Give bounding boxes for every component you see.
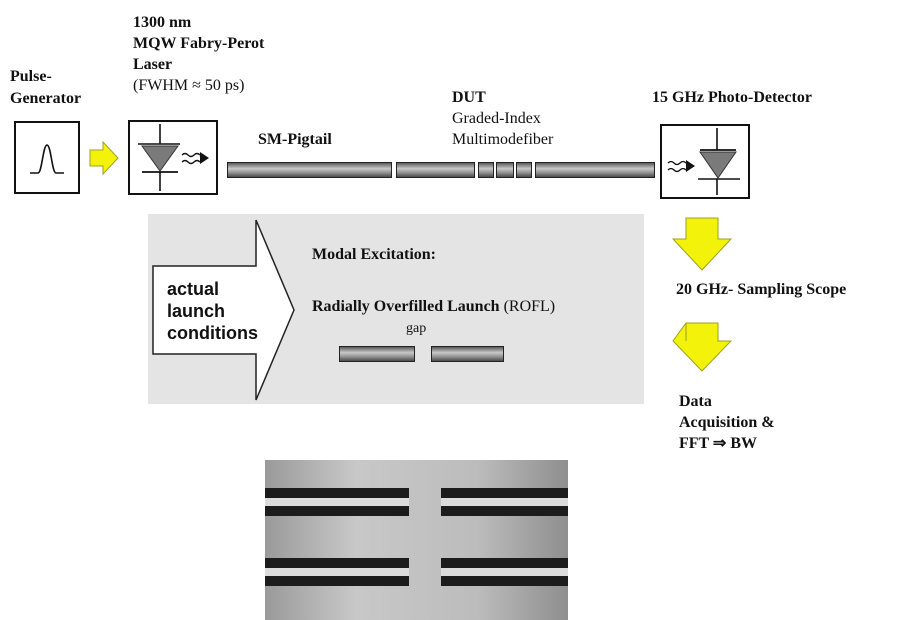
laser-diode-icon xyxy=(138,124,209,191)
fiber-gap-photo xyxy=(265,460,568,620)
rofl-fiber-left xyxy=(339,346,415,362)
photo-fiber-core xyxy=(265,568,409,576)
sampling-scope-label: 20 GHz- Sampling Scope xyxy=(676,281,847,298)
laser-box xyxy=(128,120,218,195)
down-arrow-icon xyxy=(672,217,732,271)
launch-conditions-panel: actual launch conditions Modal Excitatio… xyxy=(148,214,644,404)
photo-fiber-bottom-right xyxy=(441,558,568,568)
rofl-fiber-right xyxy=(431,346,504,362)
photo-detector-box xyxy=(660,124,750,199)
modal-excitation-label: Modal Excitation: xyxy=(312,246,436,263)
fiber-segment-2 xyxy=(478,162,494,178)
photo-fiber-bottom-right-2 xyxy=(441,576,568,586)
fiber-segment-4 xyxy=(516,162,532,178)
fiber-segment-1 xyxy=(396,162,475,178)
laser-label: 1300 nm MQW Fabry-Perot Laser (FWHM ≈ 50… xyxy=(133,14,265,94)
dut-subtitle-1: Graded-Index xyxy=(452,110,541,127)
pulse-generator-box xyxy=(14,121,80,194)
rofl-label: Radially Overfilled Launch (ROFL) xyxy=(312,298,556,315)
fiber-segment-pigtail xyxy=(227,162,392,178)
photo-fiber-core xyxy=(265,498,409,506)
fiber-segment-3 xyxy=(496,162,514,178)
photo-fiber-core xyxy=(441,568,568,576)
gap-label: gap xyxy=(406,321,427,336)
photo-fiber-bottom-left xyxy=(265,558,409,568)
dut-label: DUT xyxy=(452,89,486,106)
launch-arrow-text: actual launch conditions xyxy=(167,279,258,343)
photo-fiber-top-left-2 xyxy=(265,506,409,516)
photodiode-icon xyxy=(667,128,740,195)
down-arrow-icon xyxy=(672,322,732,372)
pulse-waveform-icon xyxy=(30,144,64,174)
photo-fiber-top-right xyxy=(441,488,568,498)
launch-arrow-shape xyxy=(152,219,295,401)
pulse-generator-label: Pulse- Generator xyxy=(10,68,82,107)
photo-fiber-bottom-left-2 xyxy=(265,576,409,586)
fiber-segment-5 xyxy=(535,162,655,178)
right-arrow-icon xyxy=(89,141,119,175)
sm-pigtail-label: SM-Pigtail xyxy=(258,131,332,148)
data-acquisition-label: Data Acquisition & FFT ⇒ BW xyxy=(679,393,775,452)
photo-detector-label: 15 GHz Photo-Detector xyxy=(652,89,812,106)
photo-fiber-core xyxy=(441,498,568,506)
dut-subtitle-2: Multimodefiber xyxy=(452,131,554,148)
photo-fiber-top-left xyxy=(265,488,409,498)
photo-fiber-top-right-2 xyxy=(441,506,568,516)
